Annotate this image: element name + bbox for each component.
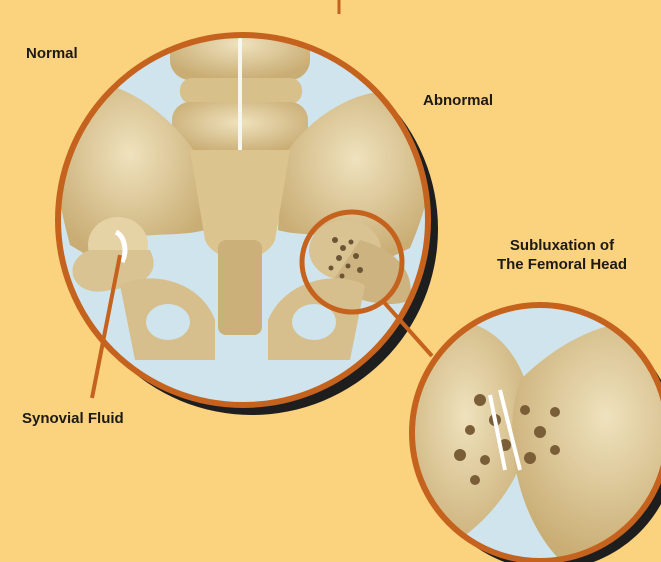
label-subluxation-line1: Subluxation of (462, 236, 661, 255)
right-obturator (292, 304, 336, 340)
label-subluxation-line2: The Femoral Head (462, 255, 661, 274)
label-synovial-fluid: Synovial Fluid (22, 409, 124, 428)
coccyx (218, 240, 262, 335)
left-obturator (146, 304, 190, 340)
label-abnormal: Abnormal (423, 91, 493, 110)
label-subluxation: Subluxation of The Femoral Head (462, 236, 661, 274)
normal-leader-stub (104, 52, 118, 58)
label-normal: Normal (26, 44, 78, 63)
